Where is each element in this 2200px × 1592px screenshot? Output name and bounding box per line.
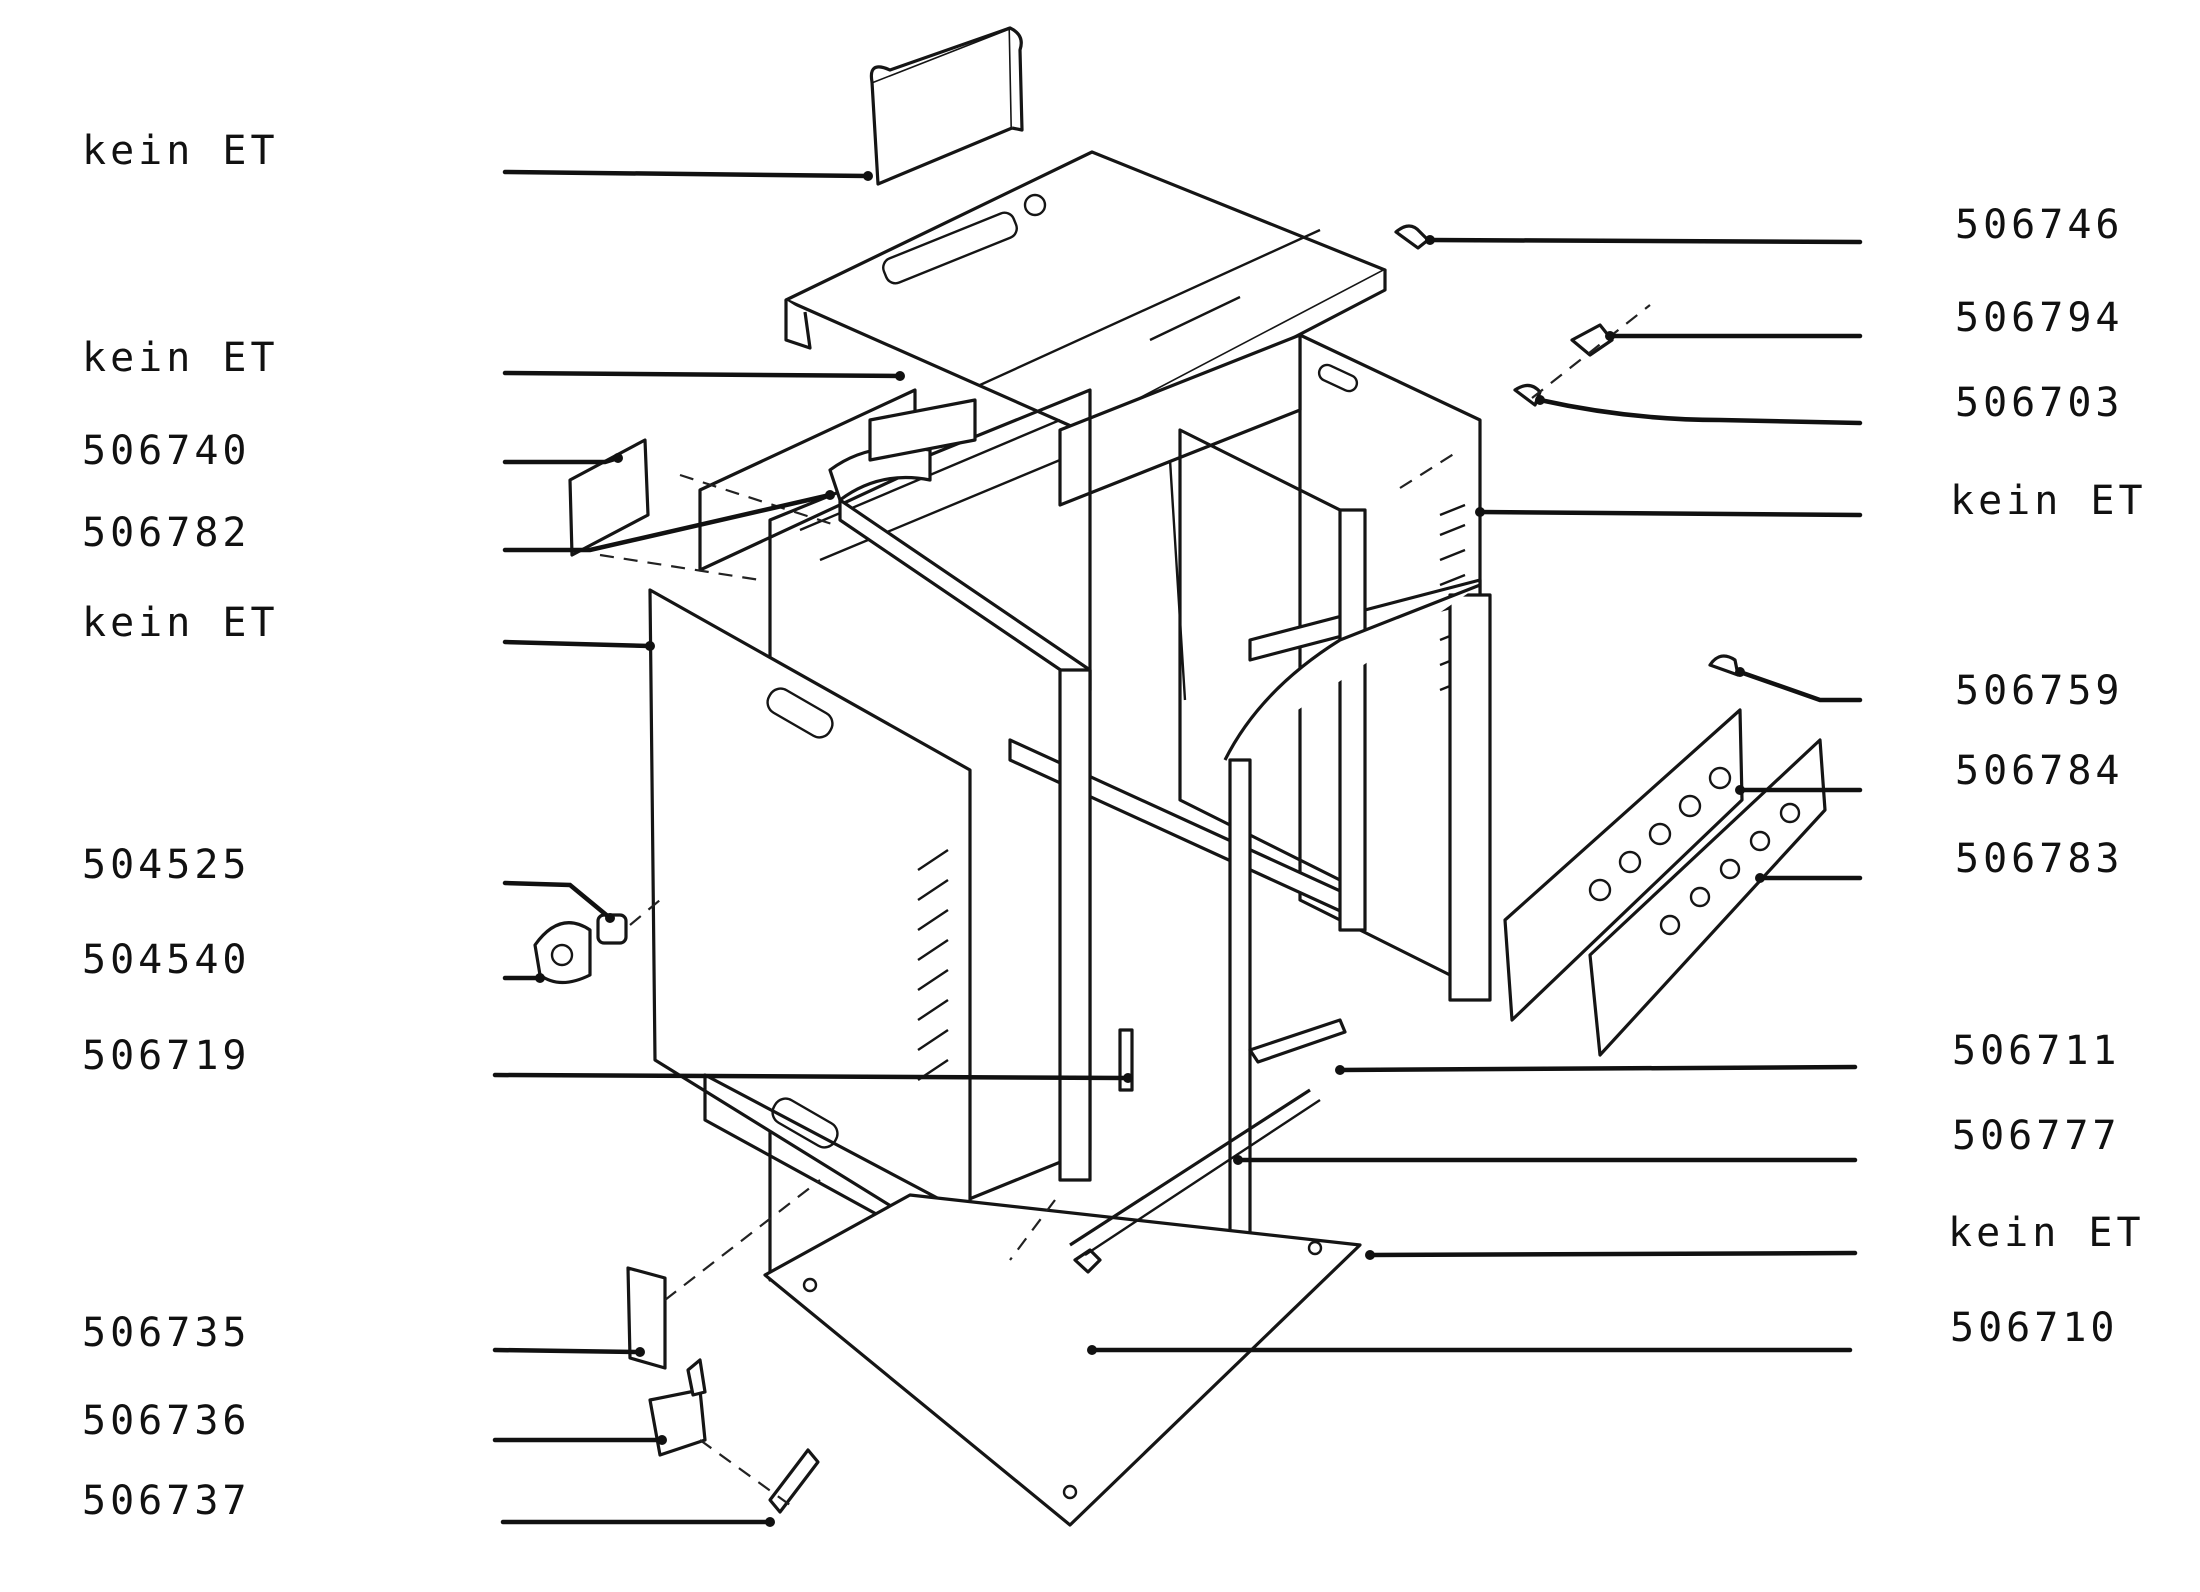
bracket-part <box>568 398 977 557</box>
part-label-left-6: 504525 <box>82 842 251 888</box>
frame-rails-part <box>838 498 1492 1272</box>
front-panel-part <box>648 588 972 1262</box>
leader-left-3 <box>502 455 621 465</box>
part-label-right-3: 506703 <box>1955 380 2124 426</box>
top-tray-part <box>869 26 1024 186</box>
leader-left-2 <box>502 370 903 379</box>
part-label-right-10: kein ET <box>1948 1210 2145 1256</box>
part-label-left-3: 506740 <box>82 428 251 474</box>
control-panel-part <box>1503 708 1827 1057</box>
leader-left-6 <box>502 880 613 921</box>
knob-part <box>533 899 661 985</box>
part-label-right-7: 506783 <box>1955 836 2124 882</box>
part-label-left-11: 506737 <box>82 1478 251 1524</box>
leader-left-1 <box>502 169 871 179</box>
part-label-left-2: kein ET <box>82 335 279 381</box>
part-label-left-1: kein ET <box>82 128 279 174</box>
part-label-right-6: 506784 <box>1955 748 2124 794</box>
part-label-left-5: kein ET <box>82 600 279 646</box>
right-leader-lines <box>1089 237 1863 1353</box>
leader-right-8 <box>1337 1064 1858 1073</box>
part-label-left-4: 506782 <box>82 510 251 556</box>
part-label-right-8: 506711 <box>1952 1028 2121 1074</box>
part-label-right-5: 506759 <box>1955 668 2124 714</box>
part-label-left-9: 506735 <box>82 1310 251 1356</box>
leader-right-4 <box>1477 509 1863 518</box>
leader-left-5 <box>502 639 653 649</box>
leader-left-9 <box>492 1347 643 1355</box>
part-label-left-10: 506736 <box>82 1398 251 1444</box>
assembly-lines <box>599 449 1461 1261</box>
leader-left-4 <box>502 492 833 553</box>
part-label-right-2: 506794 <box>1955 295 2124 341</box>
leader-left-8 <box>492 1072 1131 1081</box>
part-label-right-11: 506710 <box>1950 1305 2119 1351</box>
leader-dots <box>535 171 1765 1527</box>
leader-right-1 <box>1427 237 1863 245</box>
leader-right-3 <box>1537 397 1863 426</box>
part-label-left-7: 504540 <box>82 937 251 983</box>
part-label-right-4: kein ET <box>1950 478 2147 524</box>
part-label-left-8: 506719 <box>82 1033 251 1079</box>
leader-right-10 <box>1367 1250 1858 1258</box>
part-label-right-9: 506777 <box>1952 1113 2121 1159</box>
base-plate-part <box>763 1018 1362 1527</box>
part-label-right-1: 506746 <box>1955 202 2124 248</box>
leader-right-5 <box>1737 669 1863 703</box>
switch-parts <box>626 1179 821 1514</box>
